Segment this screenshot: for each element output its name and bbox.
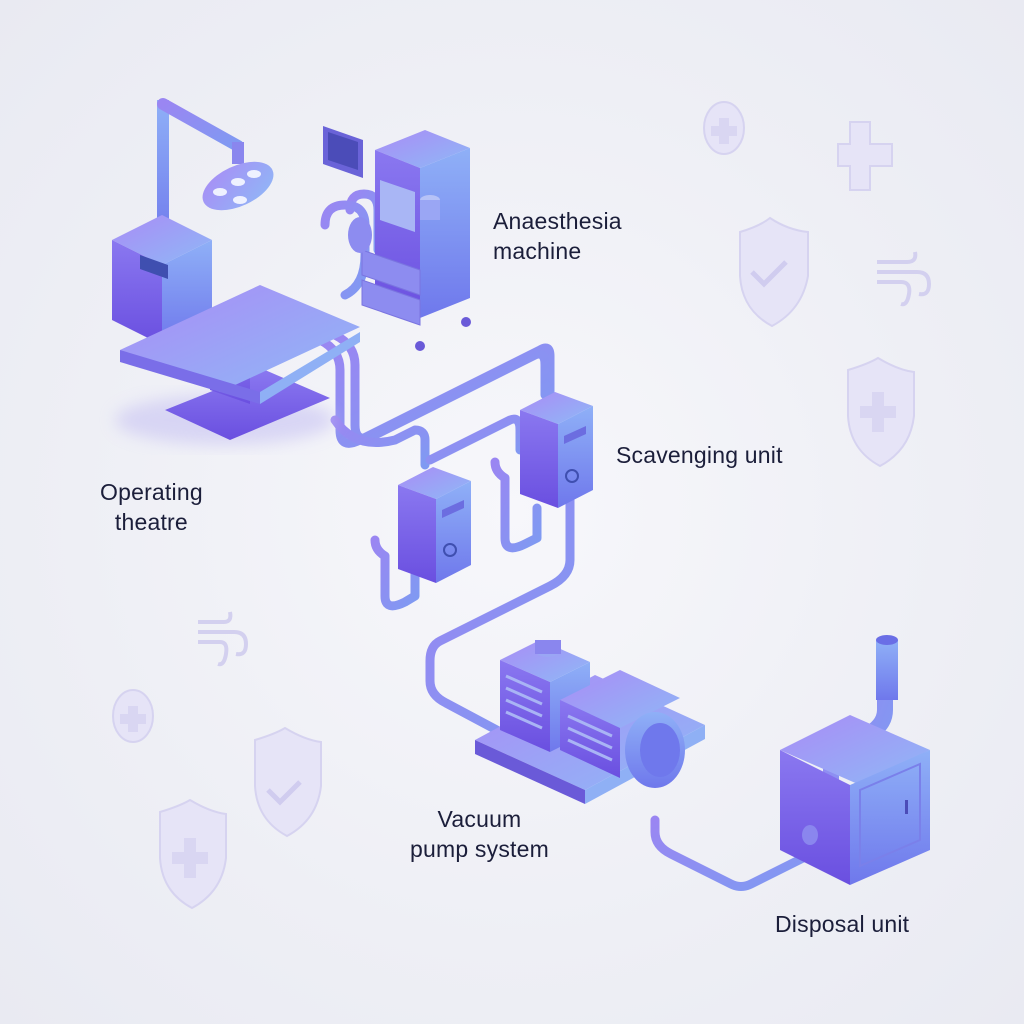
scavenging-unit-illustration xyxy=(398,392,593,583)
label-vacuum-pump-system: Vacuum pump system xyxy=(410,806,549,862)
shield-plus-icon xyxy=(847,356,915,468)
scavenger-box-left xyxy=(398,467,471,583)
operating-theatre-illustration xyxy=(112,98,471,445)
plus-circle-icon xyxy=(703,101,745,155)
vacuum-pump-illustration xyxy=(475,640,705,804)
decorative-icons xyxy=(112,101,932,910)
plus-circle-icon xyxy=(112,689,154,743)
surgical-lamp-icon xyxy=(157,98,274,250)
label-anaesthesia-machine: Anaesthesia machine xyxy=(493,208,622,264)
operating-table-icon xyxy=(115,285,360,445)
shield-check-icon xyxy=(254,726,322,838)
scavenger-box-right xyxy=(520,392,593,508)
shield-plus-icon xyxy=(159,798,227,910)
label-disposal-unit: Disposal unit xyxy=(775,911,910,937)
label-scavenging-unit: Scavenging unit xyxy=(616,442,783,468)
wind-icon xyxy=(198,611,249,667)
anaesthesia-machine-illustration xyxy=(323,126,471,351)
shield-check-icon xyxy=(739,216,809,328)
wind-icon xyxy=(877,251,932,307)
disposal-unit-illustration xyxy=(780,635,930,885)
label-operating-theatre: Operating theatre xyxy=(100,479,203,535)
medical-cross-icon xyxy=(837,121,893,191)
